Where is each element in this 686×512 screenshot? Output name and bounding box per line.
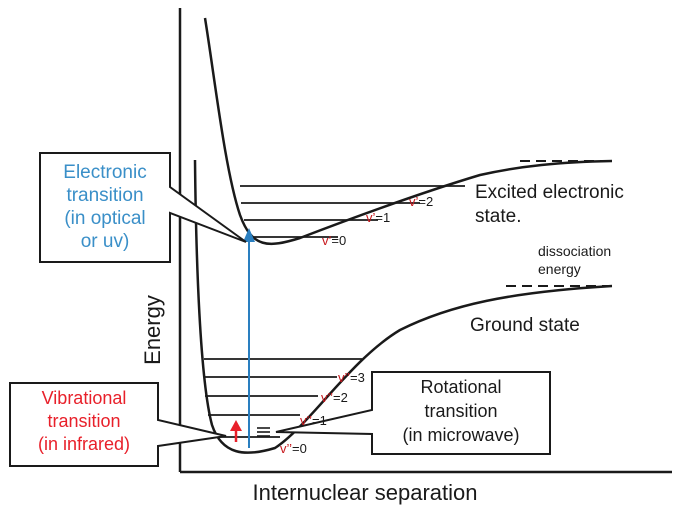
excited-state-label-line-1: Excited electronic (475, 182, 624, 203)
vibrational-transition-arrow (230, 420, 242, 442)
excited-state-curve (203, 17, 613, 245)
rotational-callout-line-3: (in microwave) (402, 425, 519, 445)
vibrational-callout-line-2: transition (47, 411, 120, 431)
vibrational-callout-line-3: (in infrared) (38, 434, 130, 454)
dissociation-label-line-1: dissociation (538, 243, 611, 259)
electronic-callout-line-2: transition (66, 185, 143, 206)
rotational-callout-box (275, 371, 551, 455)
ground-state-curve (193, 159, 613, 454)
electronic-callout-text: Electronic transition (in optical or uv) (63, 162, 146, 252)
y-axis-label: Energy (140, 295, 165, 365)
vibrational-callout-line-1: Vibrational (42, 388, 127, 408)
rotational-callout-text: Rotational transition (in microwave) (402, 377, 519, 445)
electronic-callout-line-3: (in optical (64, 208, 145, 229)
ground-state-label: Ground state (470, 315, 580, 336)
excited-level-label-0: v’=0 (322, 233, 346, 248)
vibrational-callout-box (9, 382, 227, 467)
ground-level-label-0: v’’=0 (280, 441, 307, 456)
excited-level-label-1: v’=1 (366, 210, 390, 225)
x-axis-label: Internuclear separation (252, 480, 477, 505)
excited-level-label-2: v’=2 (409, 194, 433, 209)
electronic-callout-line-4: or uv) (81, 231, 130, 252)
dissociation-label-line-2: energy (538, 261, 581, 277)
ground-level-label-2: v’’=2 (321, 390, 348, 405)
ground-level-label-1: v’’=1 (300, 413, 327, 428)
rotational-callout-line-1: Rotational (420, 377, 501, 397)
rotational-levels (257, 427, 270, 437)
electronic-callout-line-1: Electronic (63, 162, 146, 183)
electronic-transition-arrow (243, 228, 255, 448)
ground-level-label-3: v’’=3 (338, 370, 365, 385)
rotational-callout-line-2: transition (424, 401, 497, 421)
vibrational-callout-text: Vibrational transition (in infrared) (38, 388, 130, 454)
excited-state-label-line-2: state. (475, 206, 521, 227)
electronic-callout-box (39, 152, 247, 263)
